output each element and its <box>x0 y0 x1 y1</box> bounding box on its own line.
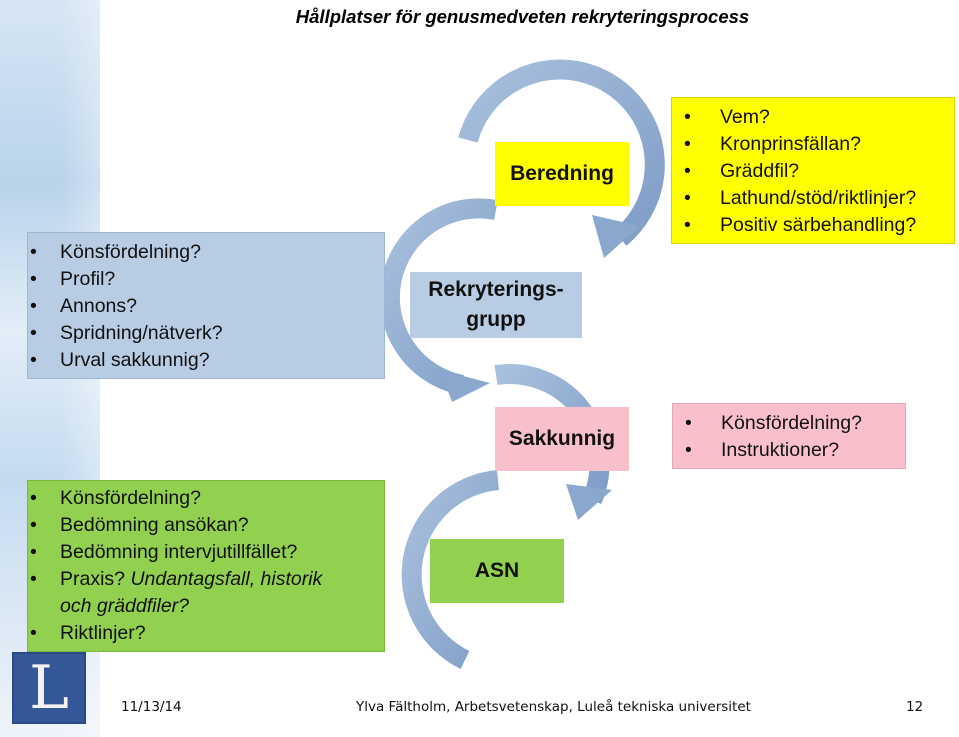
rekrytering-question: •Spridning/nätverk? <box>30 322 223 344</box>
asn-questions-box: •Könsfördelning? •Bedömning ansökan? •Be… <box>27 480 385 652</box>
beredning-question: •Vem? <box>684 106 770 128</box>
beredning-question: •Lathund/stöd/riktlinjer? <box>684 187 917 209</box>
asn-question: •Bedömning intervjutillfället? <box>30 541 298 563</box>
footer-author: Ylva Fältholm, Arbetsvetenskap, Luleå te… <box>356 699 751 715</box>
asn-question-italic: Undantagsfall, historik <box>130 568 323 590</box>
arrow-arc-4 <box>401 470 500 669</box>
asn-question-italic: och gräddfiler? <box>60 595 189 617</box>
stage-asn: ASN <box>430 539 564 603</box>
stage-rekryteringsgrupp: Rekryterings- grupp <box>410 272 582 338</box>
university-logo: L <box>12 652 86 724</box>
stage-rekrytering-label-line1: Rekryterings- <box>428 278 564 301</box>
rekrytering-question: •Profil? <box>30 268 116 290</box>
stage-asn-label: ASN <box>474 559 520 582</box>
stage-beredning: Beredning <box>495 142 629 206</box>
beredning-question: •Gräddfil? <box>684 160 800 182</box>
asn-question: •Bedömning ansökan? <box>30 514 249 536</box>
footer-date: 11/13/14 <box>121 699 182 715</box>
arrow-arc-1 <box>458 59 665 246</box>
beredning-questions-box: •Vem? •Kronprinsfällan? •Gräddfil? •Lath… <box>671 97 955 244</box>
rekrytering-question: •Urval sakkunnig? <box>30 349 210 371</box>
rekrytering-question: •Annons? <box>30 295 137 317</box>
footer-page-number: 12 <box>906 699 924 715</box>
logo-letter: L <box>29 653 69 723</box>
stage-sakkunnig-label: Sakkunnig <box>508 427 616 450</box>
sakkunnig-question: •Könsfördelning? <box>685 412 862 434</box>
arrowhead-2 <box>440 370 490 402</box>
rekrytering-question: •Könsfördelning? <box>30 241 201 263</box>
stage-sakkunnig: Sakkunnig <box>495 407 629 471</box>
asn-question: •Könsfördelning? <box>30 487 201 509</box>
asn-question: •Riktlinjer? <box>30 622 146 644</box>
stage-beredning-label: Beredning <box>510 162 614 185</box>
arrowhead-3 <box>566 484 612 520</box>
stage-rekrytering-label-line2: grupp <box>466 308 526 331</box>
beredning-question: •Positiv särbehandling? <box>684 214 917 236</box>
arrow-arc-2 <box>379 198 498 395</box>
arrowhead-1 <box>592 215 640 258</box>
rekrytering-questions-box: •Könsfördelning? •Profil? •Annons? •Spri… <box>27 232 385 379</box>
beredning-question: •Kronprinsfällan? <box>684 133 861 155</box>
sakkunnig-questions-box: •Könsfördelning? •Instruktioner? <box>672 403 906 469</box>
slide-title: Hållplatser för genusmedveten rekryterin… <box>295 6 750 27</box>
sakkunnig-question: •Instruktioner? <box>685 439 840 461</box>
